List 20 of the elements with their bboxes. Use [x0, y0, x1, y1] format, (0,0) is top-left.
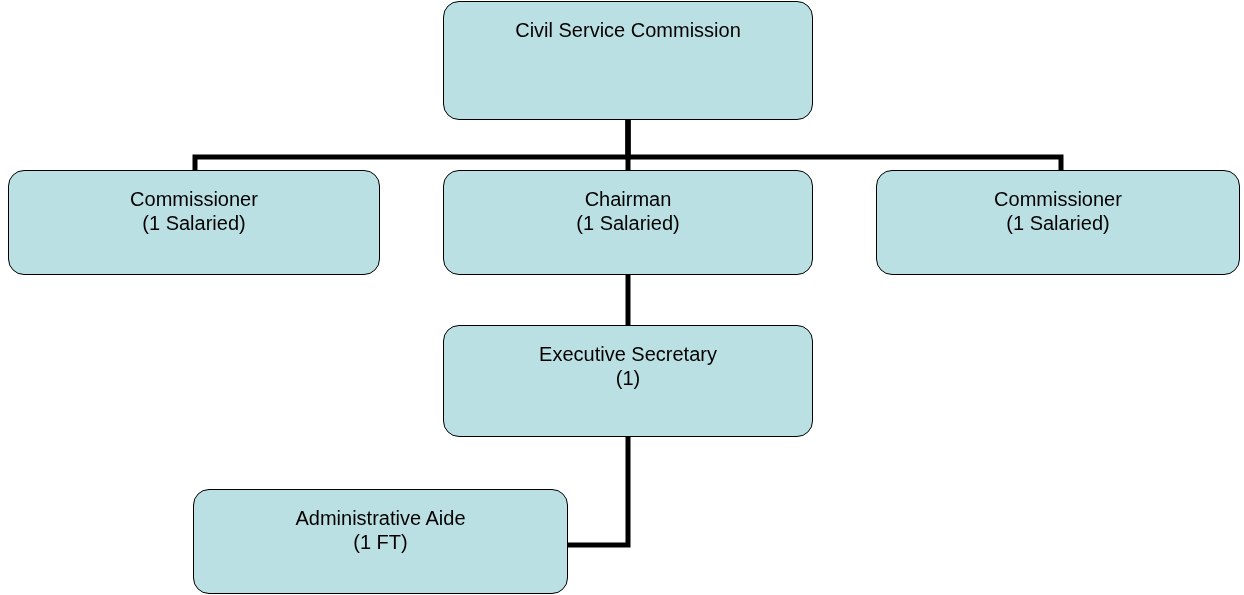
position-title: Commissioner [129, 187, 259, 211]
position-title: Executive Secretary [538, 342, 718, 366]
position-title: Chairman [583, 187, 673, 211]
staff-count: (1 Salaried) [141, 211, 247, 235]
staff-count: (1) [614, 366, 642, 390]
staff-count: (1 Salaried) [575, 211, 681, 235]
staff-count: (1 FT) [352, 530, 409, 554]
staff-count: (1 Salaried) [1005, 211, 1111, 235]
connector-line [625, 120, 1064, 170]
position-title: Civil Service Commission [514, 18, 742, 42]
connector-line [568, 437, 631, 548]
org-box [193, 489, 568, 594]
org-box [443, 1, 813, 120]
position-title: Administrative Aide [294, 506, 467, 530]
org-box [443, 170, 813, 275]
org-box [8, 170, 380, 275]
org-box [443, 325, 813, 437]
connector-line [625, 275, 631, 325]
org-box [876, 170, 1240, 275]
position-title: Commissioner [993, 187, 1123, 211]
